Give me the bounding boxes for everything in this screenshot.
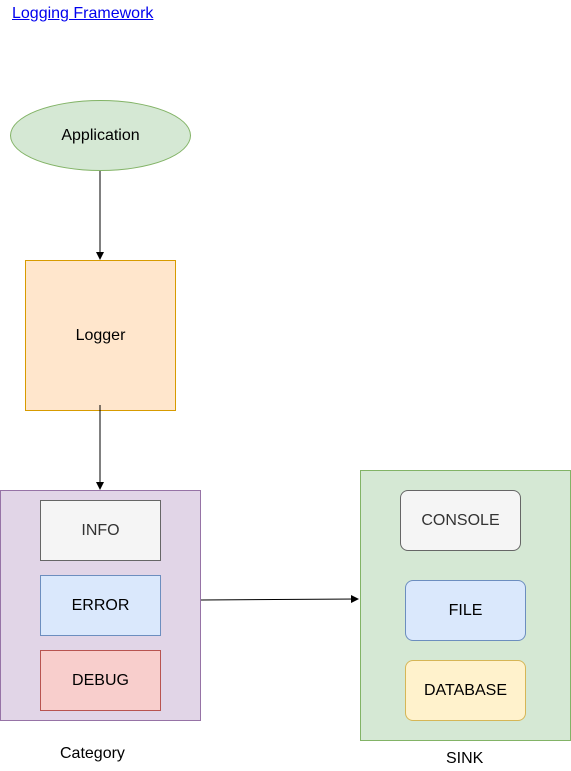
error-label: ERROR xyxy=(71,596,130,614)
sink-caption: SINK xyxy=(446,750,484,767)
file-label: FILE xyxy=(448,601,483,619)
arrow-category-to-sink xyxy=(200,595,359,604)
error-node: ERROR xyxy=(40,575,161,636)
info-node: INFO xyxy=(40,500,161,561)
logger-label: Logger xyxy=(75,326,126,344)
file-node: FILE xyxy=(405,580,526,641)
console-label: CONSOLE xyxy=(421,511,500,529)
application-label: Application xyxy=(61,126,140,144)
logger-node: Logger xyxy=(25,260,176,411)
debug-label: DEBUG xyxy=(72,671,129,689)
database-node: DATABASE xyxy=(405,660,526,721)
category-caption: Category xyxy=(60,745,125,762)
debug-node: DEBUG xyxy=(40,650,161,711)
console-node: CONSOLE xyxy=(400,490,521,551)
database-label: DATABASE xyxy=(424,681,507,699)
logging-framework-link[interactable]: Logging Framework xyxy=(12,5,154,22)
application-node: Application xyxy=(10,100,191,171)
info-label: INFO xyxy=(81,521,120,539)
